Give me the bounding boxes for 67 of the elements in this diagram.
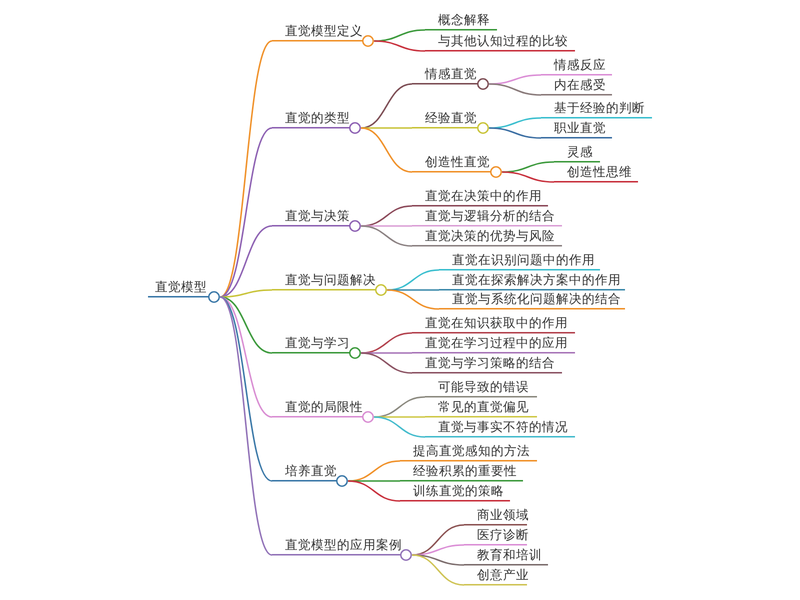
branch-line: [360, 332, 412, 354]
topic-text: 直觉在决策中的作用: [425, 188, 542, 203]
branch-line: [488, 83, 542, 96]
topic-text: 直觉在知识获取中的作用: [425, 315, 568, 330]
topic-text: 可能导致的错误: [438, 379, 529, 394]
topic-text: 直觉模型定义: [285, 23, 363, 38]
topic-text: 直觉的局限性: [285, 399, 363, 414]
branch-line: [488, 74, 542, 85]
branch-line: [220, 296, 272, 418]
branch-line: [220, 296, 272, 556]
topic-text: 直觉决策的优势与风险: [425, 228, 555, 243]
topic-text: 内在感受: [554, 77, 606, 92]
topic-text: 概念解释: [438, 12, 490, 27]
branch-line: [360, 205, 412, 227]
topic-text: 直觉与学习策略的结合: [425, 355, 555, 370]
topic-text: 常见的直觉偏见: [438, 399, 529, 414]
branch-line: [412, 544, 464, 556]
branch-line: [220, 127, 272, 298]
topic-text: 直觉模型的应用案例: [285, 537, 402, 552]
branch-line: [386, 289, 440, 310]
branch-line: [488, 117, 542, 129]
topic-text: 直觉与决策: [285, 208, 350, 223]
topic-text: 直觉在探索解决方案中的作用: [452, 272, 621, 287]
branch-line: [348, 480, 400, 502]
topic-text: 医疗诊断: [477, 527, 529, 542]
branch-line: [220, 40, 272, 298]
topic-text: 直觉与逻辑分析的结合: [425, 208, 555, 223]
branch-line: [374, 396, 426, 418]
topic-text: 情感反应: [554, 57, 606, 72]
branch-line: [220, 296, 272, 482]
topic-text: 创造性思维: [567, 164, 632, 179]
topic-text: 经验积累的重要性: [413, 463, 517, 478]
topic-text: 直觉在识别问题中的作用: [452, 252, 595, 267]
branch-line: [360, 127, 412, 173]
topic-text: 职业直觉: [554, 120, 606, 135]
branch-line: [360, 352, 412, 374]
topic-text: 直觉与系统化问题解决的结合: [452, 291, 621, 306]
topic-text: 培养直觉: [285, 463, 337, 478]
topic-text: 基于经验的判断: [554, 100, 645, 115]
branch-line: [360, 225, 412, 247]
topic-text: 经验直觉: [425, 110, 477, 125]
topic-text: 直觉与问题解决: [285, 272, 376, 287]
topic-text: 直觉与学习: [285, 335, 350, 350]
branch-line: [386, 269, 440, 291]
branch-line: [502, 161, 554, 173]
topic-text: 提高直觉感知的方法: [413, 443, 530, 458]
topic-text: 教育和培训: [477, 547, 542, 562]
branch-line: [360, 83, 412, 129]
topic-text: 商业领域: [477, 507, 529, 522]
topic-text: 创造性直觉: [425, 154, 490, 169]
topic-text: 训练直觉的策略: [413, 483, 504, 498]
branch-line: [374, 40, 426, 52]
branch-line: [412, 554, 464, 586]
topic-text: 创意产业: [477, 567, 529, 582]
branch-line: [374, 416, 426, 438]
branch-line: [488, 127, 542, 139]
topic-text: 情感直觉: [425, 66, 477, 81]
topic-text: 直觉在学习过程中的应用: [425, 335, 568, 350]
branch-line: [502, 171, 554, 183]
topic-text: 直觉模型: [155, 279, 207, 294]
branch-line: [374, 29, 426, 42]
branch-line: [220, 289, 272, 298]
branch-line: [348, 460, 400, 482]
topic-text: 灵感: [567, 144, 593, 159]
topic-text: 直觉的类型: [285, 110, 350, 125]
topic-text: 直觉与事实不符的情况: [438, 419, 568, 434]
topic-text: 与其他认知过程的比较: [438, 33, 568, 48]
